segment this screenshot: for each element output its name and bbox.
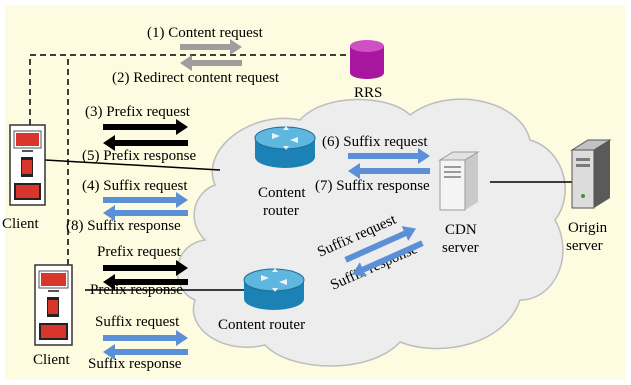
origin-server-icon — [570, 139, 612, 209]
redirect-arrow — [180, 55, 242, 71]
rrs-database-icon — [350, 40, 384, 79]
rrs-arrow-pair — [180, 39, 242, 71]
prefix-arrows-bottom — [103, 260, 188, 290]
bottom-suffix-response-label: Suffix response — [88, 356, 182, 372]
bottom-suffix-request-label: Suffix request — [95, 314, 180, 330]
suffix-arrows-client-top — [103, 192, 188, 221]
content-request-arrow — [180, 39, 242, 55]
content-router-top-label-2: router — [263, 203, 299, 219]
msg-1-label: (1) Content request — [147, 25, 264, 41]
content-router-top-label-1: Content — [258, 185, 306, 201]
bottom-prefix-request-label: Prefix request — [97, 244, 182, 260]
content-router-bottom-label: Content router — [218, 317, 305, 333]
origin-server-label-2: server — [566, 238, 603, 254]
client-bottom-label: Client — [33, 352, 70, 368]
dashed-connections — [29, 54, 350, 265]
client-top-label: Client — [2, 216, 39, 232]
msg-4-label: (4) Suffix request — [82, 178, 188, 194]
cdn-server-label-2: server — [442, 240, 479, 256]
msg-5-label: (5) Prefix response — [82, 148, 196, 164]
cdn-server-label-1: CDN — [445, 222, 477, 238]
origin-server-label-1: Origin — [568, 220, 608, 236]
prefix-arrows-top — [103, 119, 188, 151]
msg-7-label: (7) Suffix response — [315, 178, 430, 194]
suffix-arrows-router-cdn — [348, 148, 430, 179]
suffix-arrows-client-bottom — [103, 330, 188, 360]
msg-2-label: (2) Redirect content request — [112, 70, 280, 86]
content-router-top-icon — [254, 126, 316, 168]
content-router-bottom-icon — [243, 268, 305, 310]
client-top-devices-icon — [9, 124, 46, 206]
msg-8-label: (8) Suffix response — [66, 218, 181, 234]
suffix-arrows-diagonal — [344, 226, 424, 277]
cdn-server-icon — [438, 151, 480, 211]
msg-6-label: (6) Suffix request — [322, 134, 428, 150]
rrs-label: RRS — [354, 85, 382, 101]
client-bottom-devices-icon — [34, 264, 73, 346]
msg-3-label: (3) Prefix request — [85, 104, 191, 120]
